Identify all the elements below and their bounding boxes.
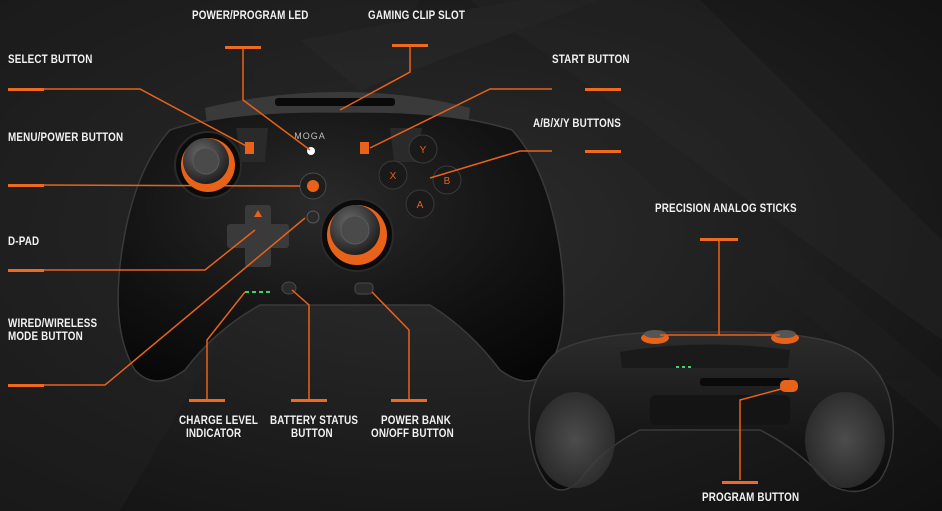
label-program-button: PROGRAM BUTTON — [702, 490, 800, 504]
tick-program — [722, 481, 758, 484]
controller-front: Y X B A MOGA — [117, 92, 565, 382]
tick-select — [8, 88, 44, 91]
clip-slot — [275, 98, 395, 106]
label-ticks — [8, 44, 758, 484]
label-power-bank-line2: ON/OFF BUTTON — [371, 426, 454, 440]
label-abxy-buttons: A/B/X/Y BUTTONS — [533, 116, 621, 130]
left-grip — [535, 392, 615, 488]
label-d-pad: D-PAD — [8, 234, 40, 248]
label-battery-status-line1: BATTERY STATUS — [270, 413, 359, 427]
tick-powerbank — [391, 399, 427, 402]
right-grip — [805, 392, 885, 488]
tick-charge — [189, 399, 225, 402]
label-select-button: SELECT BUTTON — [8, 52, 93, 66]
power-bank-btn — [354, 282, 374, 295]
label-charge-level-line1: CHARGE LEVEL — [179, 413, 259, 427]
label-power-program-led: POWER/PROGRAM LED — [192, 8, 309, 22]
label-start-button: START BUTTON — [552, 52, 630, 66]
label-gaming-clip-slot: GAMING CLIP SLOT — [368, 8, 466, 22]
mode-button — [306, 210, 320, 224]
tick-abxy — [585, 150, 621, 153]
svg-text:Y: Y — [420, 145, 427, 156]
label-battery-status-line2: BUTTON — [291, 426, 333, 440]
tick-battery — [291, 399, 327, 402]
back-slot — [700, 378, 790, 386]
back-top-edge — [620, 344, 790, 368]
back-panel — [650, 395, 790, 425]
start-accent — [360, 142, 369, 154]
label-charge-level-line2: INDICATOR — [186, 426, 242, 440]
abxy-cluster: Y X B A — [378, 134, 462, 219]
label-menu-power-button: MENU/POWER BUTTON — [8, 130, 124, 144]
label-wired-wireless-line2: MODE BUTTON — [8, 329, 83, 343]
tick-clip-slot — [392, 44, 428, 47]
tick-start — [585, 88, 621, 91]
leader-lines — [39, 46, 786, 480]
svg-text:A: A — [417, 200, 424, 211]
svg-text:B: B — [444, 176, 451, 187]
tick-mode — [8, 384, 44, 387]
tick-power-led — [225, 46, 261, 49]
label-power-bank-line1: POWER BANK — [381, 413, 451, 427]
svg-text:X: X — [390, 171, 397, 182]
left-stick-grip — [192, 147, 220, 175]
label-wired-wireless-line1: WIRED/WIRELESS — [8, 316, 98, 330]
program-button-shape — [780, 380, 798, 392]
tick-dpad — [8, 269, 44, 272]
menu-button-accent — [307, 180, 319, 192]
charge-leds — [245, 291, 270, 293]
moga-logo: MOGA — [294, 131, 326, 141]
controller-back — [528, 330, 895, 493]
back-leds — [676, 366, 691, 368]
right-stick-grip — [340, 215, 370, 245]
label-precision-analog-sticks: PRECISION ANALOG STICKS — [655, 201, 797, 215]
tick-sticks — [700, 238, 738, 241]
tick-menu — [8, 184, 44, 187]
